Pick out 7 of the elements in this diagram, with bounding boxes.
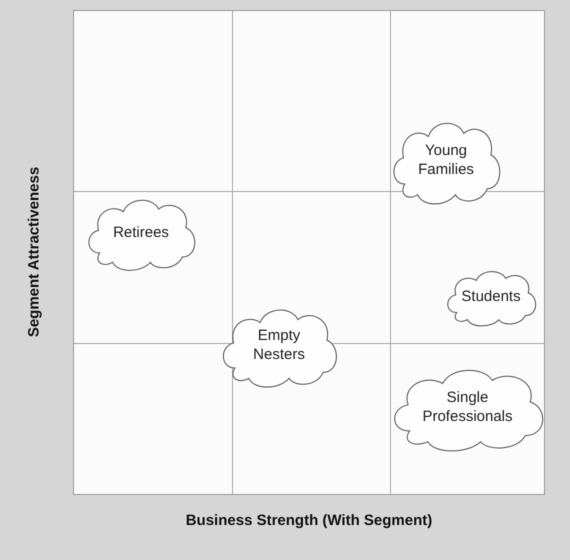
x-axis-title: Business Strength (With Segment) [184, 512, 434, 529]
cloud-label: Students [460, 288, 522, 306]
cloud-label: Retirees [112, 224, 170, 242]
cloud-label: Single Professionals [421, 389, 514, 427]
y-axis-title: Segment Attractiveness [26, 166, 42, 338]
cloud-label: Young Families [417, 142, 475, 180]
cloud-label: Empty Nesters [252, 327, 306, 365]
